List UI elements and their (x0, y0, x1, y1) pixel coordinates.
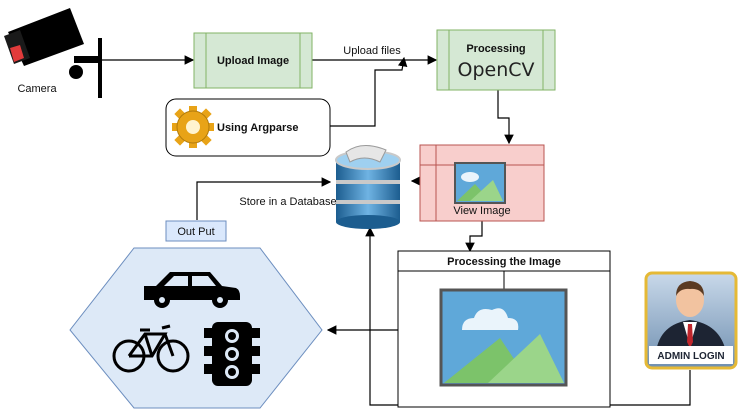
database-label: Store in a Database (239, 196, 336, 208)
traffic-light-icon (204, 322, 260, 386)
edge-processing-view (497, 90, 514, 145)
image-placeholder-icon (439, 288, 568, 387)
database-icon[interactable] (335, 145, 401, 229)
camera-label: Camera (17, 83, 57, 95)
upload-files-label: Upload files (343, 45, 401, 57)
processing-image-node[interactable]: Processing the Image (397, 250, 611, 408)
view-image-label: View Image (453, 205, 510, 217)
processing-opencv-node[interactable]: Processing OpenCV (436, 29, 556, 91)
output-node[interactable]: Out Put (165, 220, 227, 242)
processing-title: Processing (466, 43, 525, 55)
upload-image-node[interactable]: Upload Image (193, 32, 313, 89)
view-image-node[interactable]: View Image (419, 144, 545, 222)
argparse-node[interactable]: Using Argparse (165, 98, 331, 157)
admin-avatar-icon (656, 281, 726, 352)
bicycle-icon (112, 324, 190, 373)
upload-image-label: Upload Image (217, 55, 289, 67)
opencv-label: OpenCV (457, 59, 534, 81)
admin-login-node[interactable]: ADMIN LOGIN (644, 271, 738, 370)
gear-icon (172, 106, 214, 148)
edge-argparse-upload (330, 56, 408, 127)
admin-login-label: ADMIN LOGIN (657, 351, 724, 362)
edge-view-processing-image (465, 221, 483, 253)
image-placeholder-icon (454, 162, 506, 204)
edge-output-database (196, 177, 332, 220)
camera-icon (4, 8, 102, 98)
car-icon (144, 272, 240, 308)
argparse-label: Using Argparse (217, 122, 299, 134)
output-label: Out Put (177, 226, 214, 238)
processing-image-title: Processing the Image (447, 256, 561, 268)
